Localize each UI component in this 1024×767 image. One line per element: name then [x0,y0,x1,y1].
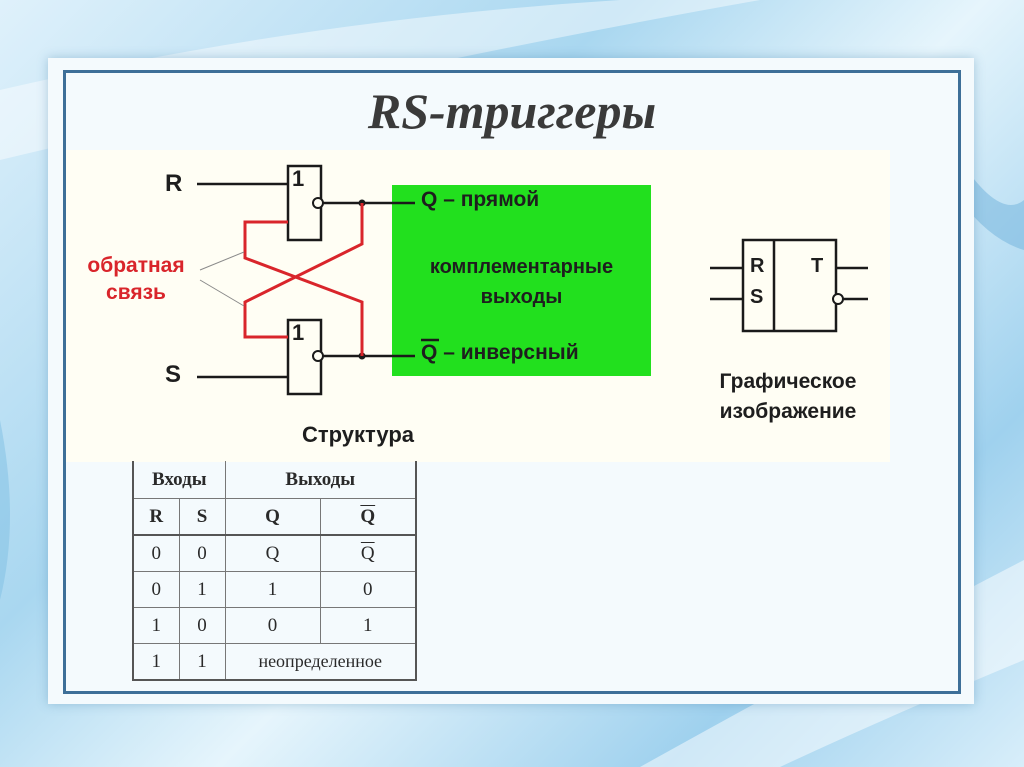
feedback-from-q [243,203,364,339]
table-row: 1 1 неопределенное [132,643,417,681]
gate-bottom-label: 1 [292,320,305,345]
cell-r: 0 [132,571,180,608]
output-nq-desc: – инверсный [443,341,579,364]
cell-nq: Q [319,534,417,572]
cell-nq: 1 [319,607,417,644]
cell-r: 1 [132,607,180,644]
gate-top-inverter [312,197,324,209]
input-r-label: R [165,170,183,197]
cell-s: 1 [178,643,226,681]
outputs-desc-line1: комплементарные [429,256,614,278]
outputs-desc-line2: выходы [480,286,563,308]
col-s-header: S [178,498,226,536]
page-title: RS-триггеры [367,83,657,139]
cell-q: Q [224,534,321,572]
output-q-desc: – прямой [443,188,540,211]
gate-bottom-inverter [312,350,324,362]
outputs-desc: комплементарные выходы [392,252,651,312]
symbol-s-label: S [750,286,764,308]
cell-r: 1 [132,643,180,681]
slide-frame [63,70,961,694]
symbol-caption-line2: изображение [719,400,857,423]
gate-top-label: 1 [292,166,305,191]
col-r-header: R [132,498,180,536]
col-q-header: Q [224,498,321,536]
feedback-from-nq [243,220,364,356]
symbol-box [741,238,838,333]
output-nq-label: Q – инверсный [421,341,579,365]
feedback-label: обратная связь [72,252,200,306]
cell-q: 1 [224,571,321,608]
symbol-caption: Графическое изображение [696,367,880,427]
symbol-r-label: R [750,255,765,277]
cell-s: 0 [178,607,226,644]
feedback-pointer-2 [199,279,245,307]
cell-nq: 0 [319,571,417,608]
table-row: 0 0 Q Q [132,534,417,572]
table-row: 1 0 0 1 [132,607,417,644]
output-nq-symbol: Q [421,341,438,364]
feedback-label-line1: обратная [87,254,185,277]
cell-s: 1 [178,571,226,608]
symbol-t-label: T [811,255,824,277]
group-outputs-header: Выходы [224,461,417,499]
col-nq-header: Q [319,498,417,536]
symbol-caption-line1: Графическое [719,370,857,393]
cell-q: 0 [224,607,321,644]
symbol-inverter [832,293,844,305]
truth-table-column-header: R S Q Q [132,498,417,536]
output-q-label: Q – прямой [421,188,539,212]
table-row: 0 1 1 0 [132,571,417,608]
cell-s: 0 [178,534,226,572]
outputs-box [392,185,651,376]
cell-r: 0 [132,534,180,572]
input-s-label: S [165,361,182,388]
group-inputs-header: Входы [132,461,226,499]
feedback-label-line2: связь [106,281,166,304]
structure-caption: Структура [302,422,414,447]
output-q-symbol: Q [421,188,438,211]
truth-table-group-header: Входы Выходы [132,461,417,499]
feedback-pointer-1 [199,251,245,271]
truth-table: Входы Выходы R S Q Q 0 0 Q Q 0 1 1 0 1 0… [132,461,417,681]
cell-undefined: неопределенное [224,643,417,681]
